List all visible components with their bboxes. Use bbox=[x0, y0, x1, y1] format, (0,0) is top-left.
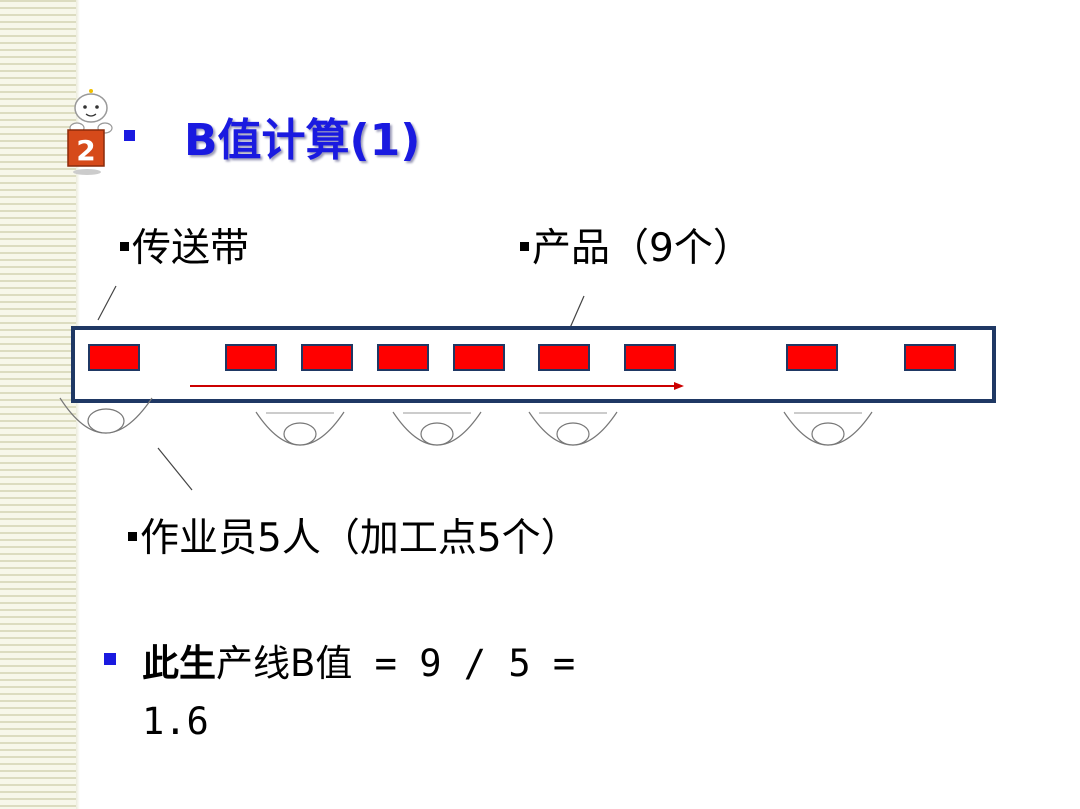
striped-side-bar bbox=[0, 0, 76, 809]
slide-title: B值计算(1) bbox=[184, 115, 421, 166]
belt-leader-line bbox=[97, 285, 117, 321]
result-formula: 此生产线B值 = 9 / 5 = 1.6 bbox=[142, 635, 662, 751]
worker-icon bbox=[59, 397, 153, 434]
product-box bbox=[624, 344, 676, 371]
result-value: 1.6 bbox=[142, 700, 209, 743]
workers-label-text: 作业员5人（加工点5个） bbox=[140, 516, 580, 561]
result-prefix: 此生 bbox=[142, 642, 216, 685]
bullet-icon bbox=[520, 242, 529, 251]
worker-icon bbox=[528, 411, 618, 446]
worker-icon bbox=[392, 411, 482, 446]
workers-label: 作业员5人（加工点5个） bbox=[128, 519, 580, 558]
result-bullet-icon bbox=[104, 653, 116, 665]
result-equation: = 9 / 5 = bbox=[352, 642, 576, 685]
product-box bbox=[904, 344, 956, 371]
products-label: 产品（9个） bbox=[520, 229, 752, 268]
mascot-icon: 2 bbox=[67, 89, 113, 175]
flow-arrow-head bbox=[674, 382, 684, 390]
belt-label: 传送带 bbox=[120, 229, 249, 268]
product-box bbox=[301, 344, 353, 371]
product-box bbox=[88, 344, 140, 371]
result-middle: 产线B值 bbox=[216, 642, 353, 685]
bullet-icon bbox=[128, 532, 137, 541]
title-row: 2 B值计算(1) bbox=[62, 86, 562, 176]
products-label-text: 产品（9个） bbox=[532, 226, 752, 271]
worker-leader-line bbox=[157, 447, 193, 491]
product-box bbox=[453, 344, 505, 371]
mascot-number: 2 bbox=[76, 134, 95, 167]
product-box bbox=[786, 344, 838, 371]
side-bar-edge bbox=[76, 0, 80, 809]
bullet-icon bbox=[120, 242, 129, 251]
belt-label-text: 传送带 bbox=[132, 226, 250, 271]
product-box bbox=[538, 344, 590, 371]
product-box bbox=[225, 344, 277, 371]
worker-icon bbox=[255, 411, 345, 446]
product-box bbox=[377, 344, 429, 371]
worker-icon bbox=[783, 411, 873, 446]
title-bullet-icon bbox=[124, 130, 135, 141]
